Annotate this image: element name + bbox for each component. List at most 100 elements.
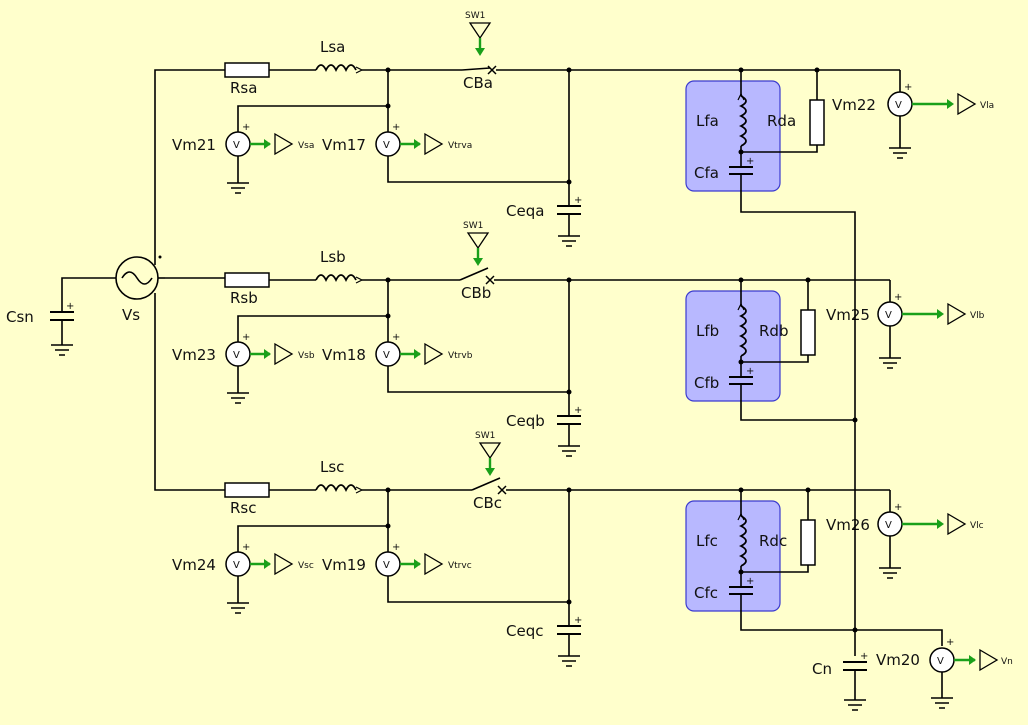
capacitor-ceq-b[interactable]: + Ceqb (506, 405, 582, 457)
svg-text:+: + (392, 542, 400, 553)
svg-text:+: + (574, 405, 582, 416)
breaker-cb-b[interactable]: CBb (459, 267, 495, 302)
voltmeter-vm23[interactable]: V + Vm23 Vsb (172, 332, 315, 404)
switch-signal-c[interactable]: SW1 (475, 431, 502, 476)
svg-text:Vsa: Vsa (298, 141, 314, 151)
phase-c: Rsc Lsc CBc SW1 (172, 431, 984, 667)
svg-text:+: + (746, 366, 754, 377)
filter-block-c[interactable]: + Lfc Cfc (685, 490, 781, 612)
svg-text:Vm22: Vm22 (832, 96, 876, 114)
svg-text:Rsa: Rsa (230, 79, 257, 97)
capacitor-ceq-c[interactable]: + Ceqc (506, 615, 582, 667)
svg-text:Rdb: Rdb (759, 322, 788, 340)
svg-text:V: V (233, 560, 240, 571)
svg-text:Cfc: Cfc (694, 584, 718, 602)
svg-text:Rdc: Rdc (759, 532, 787, 550)
phase-b: Rsb Lsb CBb SW1 (172, 221, 985, 457)
svg-text:Vm24: Vm24 (172, 556, 216, 574)
vm20-label: Vm20 (876, 651, 920, 669)
voltmeter-vm21[interactable]: V + Vm21 Vsa (172, 122, 314, 194)
svg-text:Vm25: Vm25 (826, 306, 870, 324)
svg-text:Vsc: Vsc (298, 561, 314, 571)
svg-text:Lfa: Lfa (696, 112, 719, 130)
svg-text:+: + (392, 332, 400, 343)
svg-text:V: V (383, 560, 390, 571)
svg-text:Vm17: Vm17 (322, 136, 366, 154)
inductor-ls-b[interactable]: Lsb (315, 248, 364, 284)
svg-text:+: + (66, 301, 74, 312)
svg-text:V: V (383, 350, 390, 361)
svg-text:Lsb: Lsb (320, 248, 346, 266)
voltmeter-vm18[interactable]: V + Vm18 Vtrvb (322, 332, 473, 367)
svg-text:Vm26: Vm26 (826, 516, 870, 534)
voltmeter-vm19[interactable]: V + Vm19 Vtrvc (322, 542, 472, 577)
svg-text:+: + (894, 292, 902, 303)
svg-text:CBc: CBc (473, 494, 502, 512)
vn-signal: Vn (1001, 657, 1013, 667)
inductor-ls-c[interactable]: Lsc (315, 458, 364, 494)
resistor-rd-b[interactable]: Rdb (741, 280, 816, 363)
svg-text:+: + (574, 195, 582, 206)
svg-text:V: V (233, 350, 240, 361)
filter-block-b[interactable]: + Lfb Cfb (685, 280, 781, 402)
svg-text:+: + (746, 156, 754, 167)
resistor-rs-c[interactable]: Rsc (224, 482, 270, 517)
voltmeter-vm25[interactable]: V + Vm25 Vlb (826, 292, 985, 369)
source-label: Vs (122, 306, 140, 324)
svg-text:Vtrvb: Vtrvb (448, 351, 473, 361)
svg-text:+: + (574, 615, 582, 626)
svg-text:Vtrvc: Vtrvc (448, 561, 472, 571)
svg-text:+: + (946, 637, 954, 648)
csn-label: Csn (6, 308, 34, 326)
svg-text:Vm19: Vm19 (322, 556, 366, 574)
resistor-rs-b[interactable]: Rsb (224, 272, 270, 307)
svg-text:Vm18: Vm18 (322, 346, 366, 364)
svg-text:V: V (885, 520, 892, 531)
breaker-cb-a[interactable]: CBa (461, 65, 497, 92)
svg-text:Vla: Vla (980, 101, 994, 111)
switch-signal-b[interactable]: SW1 (463, 221, 490, 266)
svg-text:CBa: CBa (463, 74, 493, 92)
svg-text:+: + (894, 502, 902, 513)
svg-text:Ceqa: Ceqa (506, 202, 544, 220)
svg-text:V: V (937, 656, 944, 667)
filter-block-a[interactable]: + Lfa Cfa (685, 70, 781, 192)
voltmeter-vm20[interactable]: V + Vm20 Vn (876, 637, 1013, 709)
breaker-cb-c[interactable]: CBc (471, 477, 507, 512)
svg-text:Rsc: Rsc (230, 499, 256, 517)
svg-text:V: V (383, 140, 390, 151)
svg-text:Lsc: Lsc (320, 458, 344, 476)
cn-label: Cn (812, 660, 832, 678)
capacitor-csn[interactable]: + Csn (6, 301, 74, 356)
svg-text:SW1: SW1 (465, 11, 485, 21)
capacitor-cn[interactable]: + Cn (812, 651, 868, 711)
switch-signal-a[interactable]: SW1 (465, 11, 492, 56)
svg-text:+: + (242, 542, 250, 553)
svg-text:Rda: Rda (767, 112, 796, 130)
svg-text:+: + (904, 82, 912, 93)
resistor-rs-a[interactable]: Rsa (224, 62, 270, 97)
resistor-rd-c[interactable]: Rdc (741, 490, 816, 573)
capacitor-ceq-a[interactable]: + Ceqa (506, 195, 582, 247)
voltmeter-vm17[interactable]: V + Vm17 Vtrva (322, 122, 472, 157)
inductor-ls-a[interactable]: Lsa (315, 38, 364, 74)
svg-text:Vlb: Vlb (970, 311, 985, 321)
svg-text:Lfc: Lfc (696, 532, 718, 550)
voltmeter-vm22[interactable]: V + Vm22 Vla (832, 82, 994, 159)
svg-text:+: + (392, 122, 400, 133)
voltmeter-vm24[interactable]: V + Vm24 Vsc (172, 542, 314, 614)
voltmeter-vm26[interactable]: V + Vm26 Vlc (826, 502, 984, 579)
svg-text:+: + (746, 576, 754, 587)
resistor-rd-a[interactable]: Rda (741, 70, 825, 153)
svg-text:Vtrva: Vtrva (448, 141, 472, 151)
svg-text:CBb: CBb (461, 284, 491, 302)
svg-text:Lsa: Lsa (320, 38, 345, 56)
svg-text:Ceqb: Ceqb (506, 412, 545, 430)
svg-text:Vm23: Vm23 (172, 346, 216, 364)
svg-text:Rsb: Rsb (230, 289, 258, 307)
phase-a: Rsa Lsa CBa SW1 (172, 11, 994, 247)
svg-text:Ceqc: Ceqc (506, 622, 543, 640)
svg-text:+: + (860, 651, 868, 662)
